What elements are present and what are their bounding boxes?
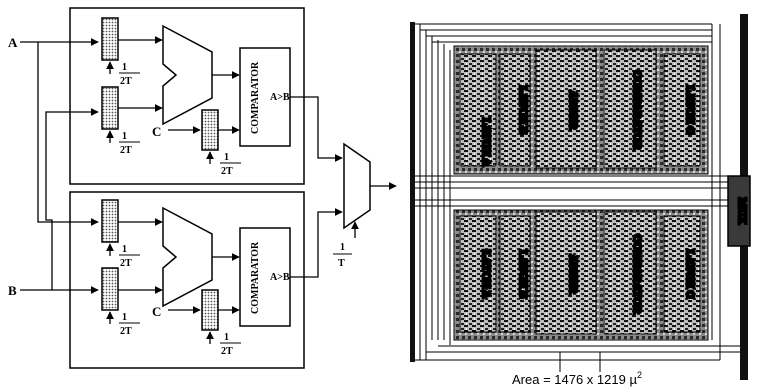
bottom-latch-c-cell xyxy=(663,215,701,333)
latch-c-bottom xyxy=(201,289,219,331)
mux-label: MUX xyxy=(736,198,748,224)
area-caption: Area = 1476 x 1219 µ2 xyxy=(512,370,642,387)
bottom-comparator-label: COMPARATOR xyxy=(631,234,643,314)
latch-a-bottom xyxy=(101,199,119,243)
svg-text:T: T xyxy=(338,258,345,269)
ground-rail xyxy=(410,22,415,362)
top-latch-b-cell xyxy=(499,53,531,167)
bottom-latch-a-label: LATCH A xyxy=(480,250,492,298)
svg-text:1: 1 xyxy=(224,152,229,163)
top-adder-label: ADDER xyxy=(567,90,579,130)
svg-text:2T: 2T xyxy=(120,258,132,269)
schematic: A B 1 2T 1 2T xyxy=(8,7,397,369)
comparator-label-top: COMPARATOR xyxy=(250,61,261,134)
clock-label-latch-c-bottom: 1 2T xyxy=(220,332,241,357)
svg-text:2T: 2T xyxy=(120,76,132,87)
svg-text:2T: 2T xyxy=(221,166,233,177)
top-comparator-cell xyxy=(603,49,657,169)
svg-text:1: 1 xyxy=(340,242,345,253)
clock-label-latch-c-top: 1 2T xyxy=(220,152,241,177)
pipeline-stage-bottom: 1 2T 1 2T 1 2T COMPARATOR A>B xyxy=(69,191,305,369)
input-wiring xyxy=(20,38,99,294)
bottom-adder-label: ADDER xyxy=(567,254,579,294)
input-a-label: A xyxy=(8,35,18,50)
svg-text:1: 1 xyxy=(122,62,127,73)
comparator-out-label-bottom: A>B xyxy=(270,272,290,283)
bottom-latch-c-label: LATCH C xyxy=(684,250,696,299)
input-c-label-bottom: C xyxy=(152,304,161,319)
layout-row-top: LATCH A LATCH B ADDER COMPARATOR LATCH C xyxy=(453,45,709,175)
svg-text:2T: 2T xyxy=(120,326,132,337)
latch-a-top xyxy=(101,17,119,61)
top-latch-c-label: LATCH C xyxy=(684,86,696,135)
svg-text:1: 1 xyxy=(122,312,127,323)
top-latch-a-label: LATCH A xyxy=(480,118,492,166)
bottom-comparator-cell xyxy=(603,211,657,335)
adder-symbol-bottom xyxy=(162,206,213,308)
chip-layout: LATCH A LATCH B ADDER COMPARATOR LATCH C… xyxy=(410,14,751,387)
bottom-latch-b-cell xyxy=(499,215,531,333)
output-mux: 1 T xyxy=(290,96,397,278)
latch-b-bottom xyxy=(101,267,119,311)
pipeline-stage-top: 1 2T 1 2T 1 2T COMPARATOR A>B xyxy=(69,7,305,185)
top-comparator-label: COMPARATOR xyxy=(631,70,643,150)
layout-row-bottom: LATCH A LATCH B ADDER COMPARATOR LATCH C xyxy=(453,209,709,341)
adder-symbol-top xyxy=(162,24,213,126)
stage-top-frame xyxy=(69,7,305,185)
stage-bottom-frame xyxy=(69,191,305,369)
bottom-latch-b-label: LATCH B xyxy=(517,250,529,299)
bottom-adder-cell xyxy=(535,211,597,335)
layout-mux: MUX xyxy=(727,175,751,247)
clock-label-latch-b-top: 1 2T xyxy=(119,131,140,156)
latch-b-top xyxy=(101,86,119,130)
svg-text:1: 1 xyxy=(122,131,127,142)
svg-text:1: 1 xyxy=(224,332,229,343)
svg-text:2T: 2T xyxy=(221,346,233,357)
clock-label-latch-a-top: 1 2T xyxy=(119,62,140,87)
comparator-label-bottom: COMPARATOR xyxy=(250,241,261,314)
top-latch-b-label: LATCH B xyxy=(517,86,529,135)
svg-text:2T: 2T xyxy=(120,145,132,156)
comparator-top xyxy=(239,47,291,147)
top-latch-a-cell xyxy=(459,53,497,167)
svg-text:1: 1 xyxy=(122,244,127,255)
top-latch-c-cell xyxy=(663,53,701,167)
input-b-label: B xyxy=(8,283,17,298)
top-adder-cell xyxy=(535,49,597,169)
clock-label-latch-a-bottom: 1 2T xyxy=(119,244,140,269)
input-c-label-top: C xyxy=(152,124,161,139)
bottom-latch-a-cell xyxy=(459,215,497,333)
mux-clock-label: 1 T xyxy=(333,242,352,269)
clock-label-latch-b-bottom: 1 2T xyxy=(119,312,140,337)
comparator-out-label-top: A>B xyxy=(270,92,290,103)
latch-c-top xyxy=(201,109,219,151)
